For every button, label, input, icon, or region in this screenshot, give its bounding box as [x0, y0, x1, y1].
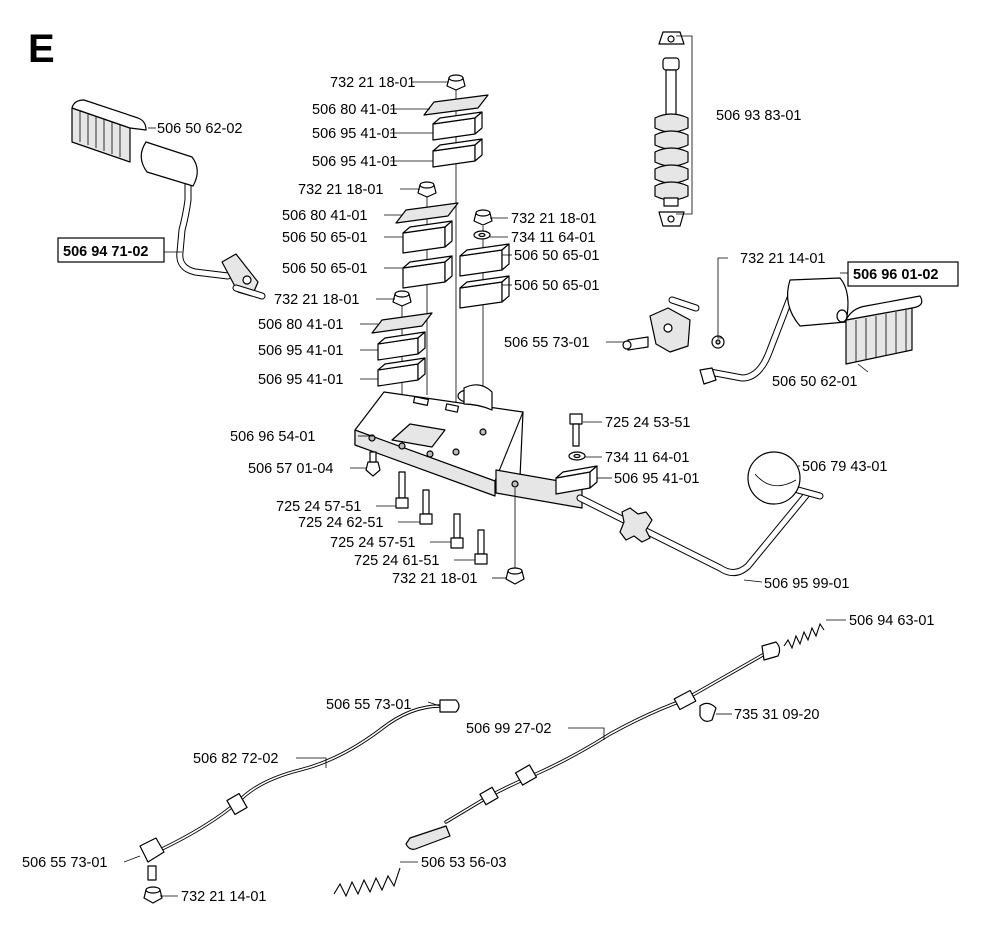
- shock-absorber-icon: [654, 31, 693, 227]
- label-lever-rod: 506 95 99-01: [764, 576, 849, 592]
- label-block-d1: 506 95 41-01: [258, 343, 343, 359]
- label-clip: 735 31 09-20: [734, 707, 819, 723]
- spring-bottom-icon: [333, 867, 401, 898]
- lever-rod-assembly: [576, 451, 824, 576]
- knob-icon: [747, 451, 801, 505]
- label-cable-right: 506 99 27-02: [466, 721, 551, 737]
- label-block-a1: 506 95 41-01: [312, 126, 397, 142]
- right-cable-assembly: [405, 622, 825, 850]
- label-washer-c: 734 11 64-01: [511, 230, 595, 246]
- label-nut-b: 732 21 18-01: [298, 182, 383, 198]
- drive-pedal-assembly: [622, 277, 923, 385]
- highlight-box-drive-pedal-arm: [847, 261, 959, 287]
- label-cable-left-end-bottom: 506 55 73-01: [22, 855, 107, 871]
- label-plate-b: 506 80 41-01: [282, 208, 367, 224]
- label-washer-right: 734 11 64-01: [605, 450, 689, 466]
- label-block-a2: 506 95 41-01: [312, 154, 397, 170]
- label-cable-left: 506 82 72-02: [193, 751, 278, 767]
- label-shock-absorber: 506 93 83-01: [716, 108, 801, 124]
- gear-icon: [619, 507, 653, 543]
- label-block-d2: 506 95 41-01: [258, 372, 343, 388]
- label-bolt-4: 725 24 61-51: [354, 553, 439, 569]
- label-drive-pedal-nut: 732 21 14-01: [740, 251, 825, 267]
- label-block-b1: 506 50 65-01: [282, 230, 367, 246]
- label-block-b2: 506 50 65-01: [282, 261, 367, 277]
- label-cable-left-end-top: 506 55 73-01: [326, 697, 411, 713]
- spring-top-icon: [783, 622, 825, 650]
- label-plate-d: 506 80 41-01: [258, 317, 343, 333]
- label-nut-d: 732 21 18-01: [274, 292, 359, 308]
- label-nut-cable: 732 21 14-01: [181, 889, 266, 905]
- label-block-c2: 506 50 65-01: [514, 278, 599, 294]
- highlight-box-brake-pedal-arm: [57, 237, 165, 263]
- section-letter: E: [28, 27, 55, 71]
- label-screw-plate: 506 57 01-04: [248, 461, 333, 477]
- label-bolt-1: 725 24 57-51: [276, 499, 361, 515]
- mounting-plate: [354, 384, 583, 509]
- leader-lines: [123, 81, 869, 897]
- pedal-rubber-sleeve: [140, 141, 198, 187]
- label-bolt-2: 725 24 62-51: [298, 515, 383, 531]
- label-nut-bottom: 732 21 18-01: [392, 571, 477, 587]
- label-knob: 506 79 43-01: [802, 459, 887, 475]
- clip-icon: [699, 702, 717, 722]
- right-fastener-set: [555, 413, 598, 495]
- label-drive-pedal-arm: 506 96 01-02: [853, 267, 938, 283]
- label-block-c1: 506 50 65-01: [514, 248, 599, 264]
- left-cable-assembly: [139, 699, 460, 904]
- bolts: [365, 451, 525, 585]
- label-mount-plate: 506 96 54-01: [230, 429, 315, 445]
- label-bolt-right: 725 24 53-51: [605, 415, 690, 431]
- label-spring-bottom: 506 53 56-03: [421, 855, 506, 871]
- part-labels: 506 50 62-02 506 94 71-02 506 93 83-01 7…: [22, 75, 959, 905]
- label-spring-top: 506 94 63-01: [849, 613, 934, 629]
- label-drive-ball-joint: 506 55 73-01: [504, 335, 589, 351]
- right-stack: [459, 209, 510, 430]
- brake-pedal-assembly: [71, 99, 266, 300]
- label-bolt-3: 725 24 57-51: [330, 535, 415, 551]
- brake-pedal-pad-icon: [71, 99, 147, 163]
- label-brake-pedal-arm: 506 94 71-02: [63, 244, 148, 260]
- drive-pedal-pad-icon: [845, 295, 923, 365]
- left-stack: [371, 74, 489, 455]
- label-plate-a: 506 80 41-01: [312, 102, 397, 118]
- label-block-right: 506 95 41-01: [614, 471, 699, 487]
- label-drive-pedal-pad: 506 50 62-01: [772, 374, 857, 390]
- label-nut-c: 732 21 18-01: [511, 211, 596, 227]
- label-brake-pedal-pad: 506 50 62-02: [157, 121, 242, 137]
- label-nut-a: 732 21 18-01: [330, 75, 415, 91]
